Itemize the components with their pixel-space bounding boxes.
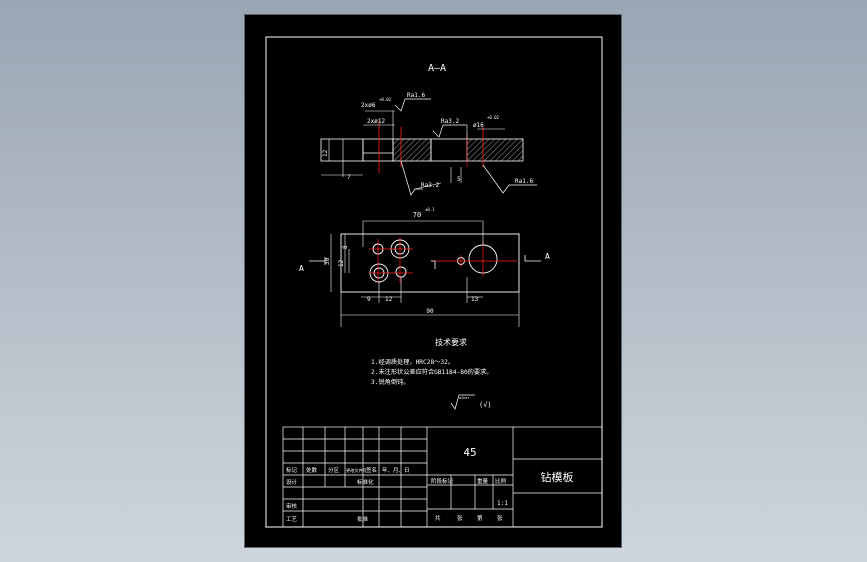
- label-stage: 阶段标记: [431, 477, 454, 485]
- roughness-3: Ra3.2: [421, 182, 439, 189]
- rev-col-mark: 标记: [286, 466, 298, 474]
- drawing-sheet: A–A 2xø6 +0.02 2xø12: [244, 14, 622, 548]
- sheet-total-unit: 张: [457, 514, 463, 522]
- dim-9: 9: [367, 296, 371, 303]
- tech-title: 技术要求: [435, 337, 467, 347]
- note-2: 2.未注形状公差应符合GB1184-80的要求。: [371, 368, 492, 376]
- sheet-no: 第: [477, 514, 483, 522]
- dim-7: 7: [347, 174, 351, 181]
- dim-90: 90: [426, 308, 434, 315]
- dim-70: 70: [413, 211, 421, 219]
- label-weight: 重量: [477, 477, 489, 485]
- rev-col-zone: 分区: [328, 466, 340, 474]
- roughness-general-paren: (√): [479, 401, 492, 409]
- dim-13: 13: [471, 296, 479, 303]
- section-marker-right: A: [545, 252, 550, 261]
- sheet-total: 共: [435, 514, 441, 522]
- dim-12-v2: 12: [338, 259, 345, 267]
- label-check: 审核: [286, 502, 298, 510]
- rev-col-doc: 更改文件号: [346, 467, 367, 474]
- dim-16: ø16: [473, 122, 484, 129]
- roughness-4: Ra1.6: [515, 178, 533, 185]
- title-block: [282, 426, 603, 528]
- roughness-1: Ra1.6: [407, 92, 425, 99]
- dim-2x6: 2xø6: [361, 102, 376, 109]
- dim-2x12: 2xø12: [367, 118, 385, 125]
- pin-hole: [395, 266, 407, 278]
- sheet-no-unit: 张: [497, 514, 503, 522]
- dim-5: 5: [457, 176, 461, 183]
- section-view: 2xø6 +0.02 2xø12 ø16 +0.02 Ra1.6 Ra3.2 R…: [320, 92, 537, 196]
- roughness-general: other: [459, 396, 470, 400]
- label-design: 设计: [286, 478, 298, 486]
- technical-requirements: 技术要求 1.经调质处理，HRC28～32。 2.未注形状公差应符合GB1184…: [371, 337, 492, 410]
- plate-outline: [340, 233, 520, 293]
- section-title: A–A: [428, 63, 446, 74]
- part-name: 钻模板: [541, 470, 574, 484]
- dim-8: 8: [342, 245, 349, 249]
- material: 45: [463, 446, 476, 459]
- roughness-2: Ra3.2: [441, 118, 459, 125]
- dim-12-v: 12: [322, 149, 329, 157]
- dim-12-h: 12: [385, 296, 393, 303]
- section-marker-left: A: [299, 264, 304, 273]
- label-scale: 比例: [495, 477, 507, 485]
- note-3: 3.锐角倒钝。: [371, 378, 409, 386]
- dim-2x6-tol: +0.02: [379, 97, 392, 102]
- dim-30: 30: [324, 257, 331, 265]
- roughness-general-icon: [450, 394, 475, 410]
- rev-col-sign: 签名: [366, 466, 377, 474]
- rev-col-date: 年、月、日: [382, 466, 410, 474]
- title-block-text: 45 钻模板 标记 处数 分区 更改文件号 签名 年、月、日 设计 标准化 阶段…: [286, 446, 574, 523]
- dim-70-tol: ±0.1: [425, 207, 435, 212]
- label-standardize: 标准化: [357, 478, 374, 486]
- cad-drawing: A–A 2xø6 +0.02 2xø12: [265, 36, 603, 528]
- plan-view: 70 ±0.1 30 12 8 9 12 13 90 A A: [299, 207, 550, 327]
- scale-value: 1:1: [497, 500, 508, 507]
- note-1: 1.经调质处理，HRC28～32。: [371, 358, 454, 366]
- inner-frame: [265, 36, 603, 528]
- label-process: 工艺: [286, 516, 298, 523]
- dim-16-tol: +0.02: [487, 115, 500, 120]
- rev-col-count: 处数: [306, 466, 318, 474]
- label-approve: 批准: [357, 515, 369, 523]
